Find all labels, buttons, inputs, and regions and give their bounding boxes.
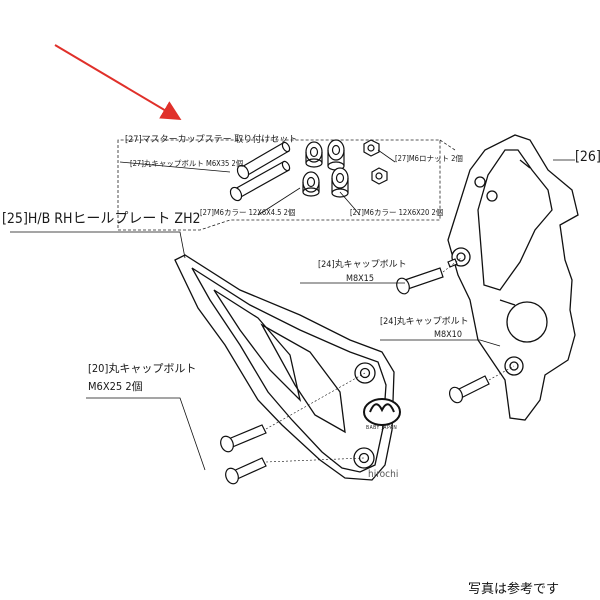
leader-lines xyxy=(10,149,575,471)
bolt-24-lower-guide xyxy=(488,365,515,381)
bolt-20-guide-b xyxy=(265,457,365,463)
bolt-20-size: M6X25 2個 xyxy=(88,380,143,393)
brand-logo-mark xyxy=(363,398,401,426)
nut-m6-label: [27]M6ロナット 2個 xyxy=(395,154,463,163)
nut-pair xyxy=(363,139,388,185)
bracket-part-26 xyxy=(447,134,579,421)
collar-b-label: [27]M6カラー 12X6X20 2個 xyxy=(350,208,444,217)
bolt-20-pair xyxy=(220,424,267,485)
bolt-m6x35-label: [27]丸キャップボルト M6X35 2個 xyxy=(130,159,244,168)
collar-a-label: [27]M6カラー 12X6X4.5 2個 xyxy=(200,208,296,217)
kit-title-label: [27]マスターカップステー 取り付けセット xyxy=(125,135,298,145)
collar-set xyxy=(302,139,349,198)
plate-25-label: [25]H/B RHヒールプレート ZH2 xyxy=(2,211,201,227)
part-26-label: [26] xyxy=(575,149,600,165)
bolt-24-upper-name: [24]丸キャップボルト xyxy=(318,260,407,270)
watermark-text: hirochi xyxy=(368,469,399,480)
bolt-20-guide-a xyxy=(265,372,366,430)
bolt-20-name: [20]丸キャップボルト xyxy=(88,362,197,375)
pointer-arrow xyxy=(54,44,182,121)
bolt-24-lower-name: [24]丸キャップボルト xyxy=(380,317,469,327)
footer-note: 写真は参考です xyxy=(468,582,560,597)
bolt-24-lower-size: M8X10 xyxy=(434,330,462,340)
kit-callout-box xyxy=(117,139,441,231)
bolt-24-lower xyxy=(448,375,490,404)
heel-plate-25 xyxy=(174,254,395,481)
bolt-m6x35-pair xyxy=(229,141,291,202)
bolt-24-upper xyxy=(396,258,458,295)
kit-callout-leader xyxy=(439,139,456,151)
logo-caption: BABY JAPAN xyxy=(366,425,398,431)
bolt-24-upper-size: M8X15 xyxy=(346,274,374,284)
